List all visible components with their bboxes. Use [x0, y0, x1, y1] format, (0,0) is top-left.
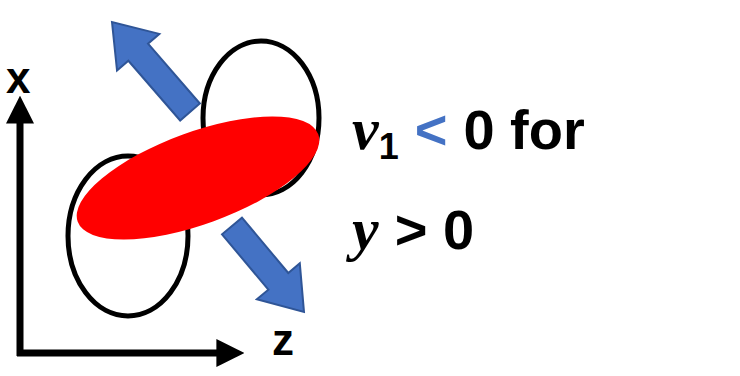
- fireball: [62, 91, 334, 265]
- statement-line: v1<0 for: [352, 96, 585, 162]
- axis-label: x: [6, 56, 30, 100]
- flow-arrow: [222, 218, 304, 312]
- flow-arrow: [112, 22, 200, 121]
- axis-label: z: [272, 318, 294, 362]
- variable: v: [352, 96, 379, 162]
- statement-text: > 0: [395, 199, 474, 261]
- subscript: 1: [379, 127, 399, 167]
- variable: y: [352, 196, 379, 262]
- x-axis: [17, 118, 24, 356]
- statement-line: y > 0: [352, 196, 474, 262]
- statement-text: 0 for: [463, 99, 584, 161]
- relation-symbol: <: [415, 99, 448, 161]
- z-axis: [17, 350, 222, 357]
